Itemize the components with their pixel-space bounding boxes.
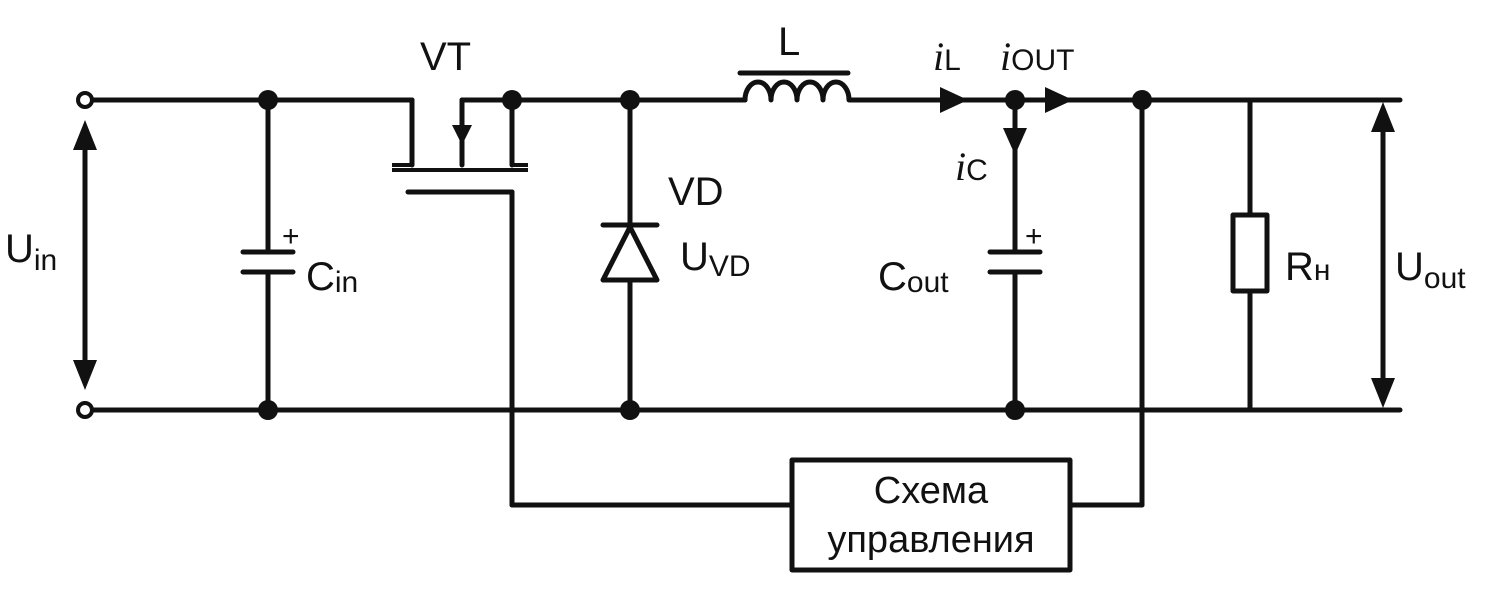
input-terminal-top — [76, 91, 94, 109]
i-c-label: iC — [955, 144, 988, 189]
r-h-resistor — [1230, 97, 1270, 413]
u-out-arrow — [1371, 102, 1395, 408]
u-out-label: Uout — [1395, 245, 1466, 295]
junction-dot-cin-top — [258, 90, 278, 110]
u-vd-label: UVD — [680, 235, 751, 283]
junction-dot-feedback — [1132, 90, 1152, 110]
vd-label: VD — [668, 170, 724, 214]
c-in-plus: + — [282, 220, 300, 253]
junction-dot-cout-top — [1005, 90, 1025, 110]
junction-dot-cin-bottom — [258, 400, 278, 420]
c-in-label: Cin — [306, 255, 358, 299]
vd-diode — [600, 97, 660, 413]
i-l-arrow — [940, 87, 968, 113]
i-out-arrow — [1045, 87, 1073, 113]
c-out-plus: + — [1025, 220, 1043, 253]
l-inductor — [737, 70, 852, 103]
u-in-label: Uin — [5, 227, 57, 277]
junction-dot-vd-bottom — [620, 400, 640, 420]
junction-dot-vt-source — [502, 90, 522, 110]
u-in-arrow — [73, 120, 97, 390]
i-out-label: iOUT — [1000, 34, 1074, 79]
r-h-label: Rн — [1285, 245, 1330, 289]
i-l-label: iL — [933, 34, 961, 79]
junction-dot-vd-top — [620, 90, 640, 110]
c-out-label: Cout — [878, 255, 949, 299]
input-terminal-bottom — [76, 401, 94, 419]
control-block-line2: управления — [827, 519, 1034, 561]
junction-dot-cout-bottom — [1005, 400, 1025, 420]
control-block — [789, 457, 1073, 573]
vt-label: VT — [420, 35, 471, 79]
vt-transistor — [392, 97, 528, 508]
c-in-capacitor — [240, 97, 296, 413]
control-block-line1: Схема — [874, 470, 989, 512]
c-out-capacitor — [987, 97, 1043, 413]
l-label: L — [778, 20, 800, 64]
